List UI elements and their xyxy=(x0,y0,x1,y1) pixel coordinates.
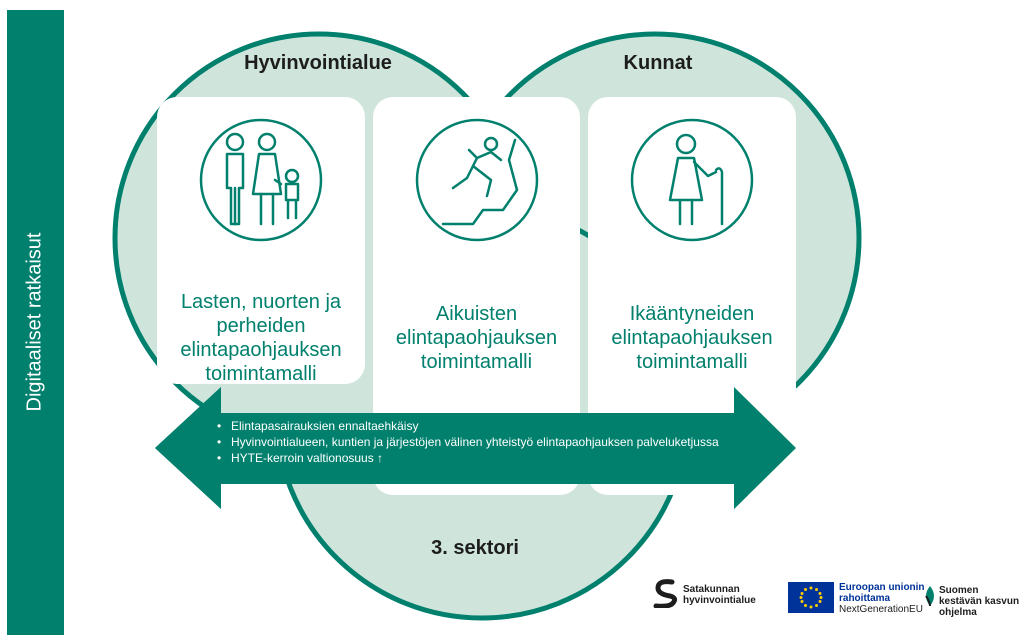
bullet-item: Elintapasairauksien ennaltaehkäisy xyxy=(217,418,719,434)
card-children-families: Lasten, nuorten ja perheiden elintapaohj… xyxy=(157,97,365,385)
bullet-item: Hyvinvointialueen, kuntien ja järjestöje… xyxy=(217,434,719,450)
eu-logo-text: Euroopan unionin rahoittama NextGenerati… xyxy=(839,582,925,615)
climbing-person-icon xyxy=(415,118,538,242)
suomi-leaf-icon xyxy=(925,586,934,607)
satakunta-logo-icon xyxy=(653,579,678,608)
family-icon xyxy=(199,118,323,242)
card-title-children: Lasten, nuorten ja perheiden elintapaohj… xyxy=(180,291,342,385)
arrow-bullets: Elintapasairauksien ennaltaehkäisy Hyvin… xyxy=(217,418,719,466)
card-title-elderly: Ikääntyneiden elintapaohjauksen toiminta… xyxy=(611,303,773,373)
region-label-hyvinvointialue: Hyvinvointialue xyxy=(244,52,392,74)
satakunta-logo-text: Satakunnan hyvinvointialue xyxy=(683,584,756,606)
region-label-3-sektori: 3. sektori xyxy=(431,537,519,559)
bullet-item: HYTE-kerroin valtionosuus ↑ xyxy=(217,450,719,466)
suomi-logo-text: Suomen kestävän kasvun ohjelma xyxy=(939,585,1020,618)
elderly-person-cane-icon xyxy=(630,118,754,242)
sidebar xyxy=(7,10,64,635)
region-label-kunnat: Kunnat xyxy=(623,52,693,74)
card-title-adults: Aikuisten elintapaohjauksen toimintamall… xyxy=(395,303,558,373)
eu-flag-icon xyxy=(788,582,834,613)
